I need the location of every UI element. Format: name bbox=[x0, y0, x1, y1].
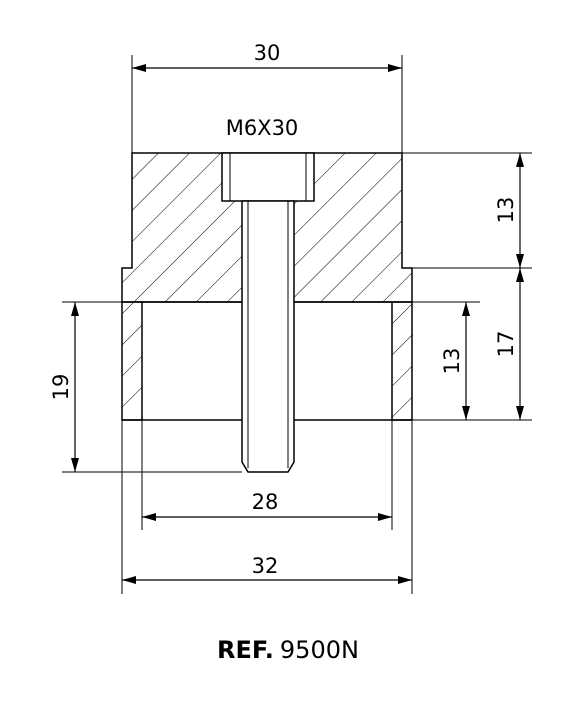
dim-outer-width: 32 bbox=[252, 554, 279, 578]
dim-inner-width: 28 bbox=[252, 490, 279, 514]
extension-lines bbox=[62, 55, 532, 594]
reference-label: REF. bbox=[217, 636, 274, 664]
reference-caption: REF.9500N bbox=[0, 636, 576, 664]
dim-upper-height: 13 bbox=[494, 197, 518, 224]
dim-lower-height: 17 bbox=[494, 331, 518, 358]
dim-inner-height: 13 bbox=[440, 348, 464, 375]
screw-shank bbox=[241, 200, 295, 473]
dim-top-width: 30 bbox=[254, 41, 281, 65]
dimension-lines bbox=[71, 64, 524, 584]
screw-head bbox=[221, 152, 315, 202]
dim-overall-left: 19 bbox=[49, 374, 73, 401]
reference-number: 9500N bbox=[279, 636, 359, 664]
dim-screw-label: M6X30 bbox=[226, 116, 299, 140]
